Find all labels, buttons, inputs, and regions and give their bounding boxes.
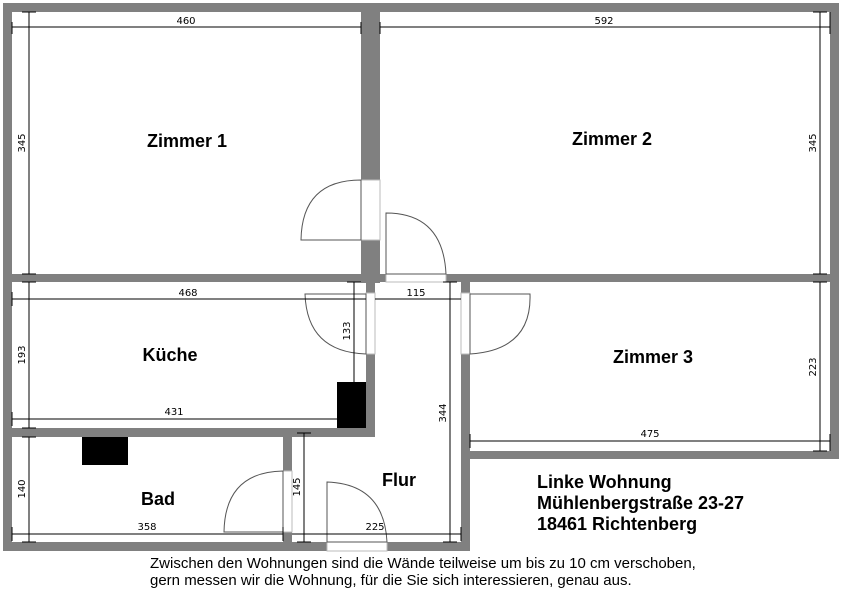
dim-kueche-door-depth: 133 [342, 321, 353, 340]
measurement-note: Zwischen den Wohnungen sind die Wände te… [150, 555, 696, 589]
apartment-title: Linke Wohnung [537, 472, 672, 492]
dimension-lines [11, 11, 831, 543]
dim-flur-width: 115 [406, 288, 425, 299]
dim-zimmer1-depth: 345 [17, 133, 28, 152]
apartment-street: Mühlenbergstraße 23-27 [537, 493, 745, 513]
dim-bad-width: 358 [137, 522, 156, 533]
room-label-zimmer2: Zimmer 2 [572, 129, 652, 149]
doors [223, 179, 531, 552]
bath-fixture [82, 437, 128, 465]
door-kueche [304, 293, 367, 355]
room-label-zimmer1: Zimmer 1 [147, 131, 227, 151]
dim-flur-depth: 344 [438, 403, 449, 422]
door-entrance [326, 481, 388, 543]
dim-bad-depth: 140 [17, 479, 28, 498]
note-line-2: gern messen wir die Wohnung, für die Sie… [150, 572, 632, 589]
dim-zimmer2-width: 592 [594, 16, 613, 27]
room-label-kueche: Küche [142, 345, 197, 365]
dim-zimmer3-depth: 223 [808, 357, 819, 376]
dim-flur-lower-width: 225 [365, 522, 384, 533]
dim-kueche-depth: 193 [17, 345, 28, 364]
dim-zimmer1-width: 460 [176, 16, 195, 27]
kitchen-fixture [337, 382, 366, 428]
note-line-1: Zwischen den Wohnungen sind die Wände te… [150, 555, 696, 572]
dim-kueche-lower-width: 431 [164, 407, 183, 418]
door-bad [223, 470, 284, 533]
dim-zimmer2-depth: 345 [808, 133, 819, 152]
apartment-info: Linke Wohnung Mühlenbergstraße 23-27 184… [537, 472, 744, 535]
room-label-zimmer3: Zimmer 3 [613, 347, 693, 367]
door-zimmer3 [469, 293, 531, 355]
door-zimmer1 [300, 179, 362, 241]
dim-zimmer3-width: 475 [640, 429, 659, 440]
apartment-city: 18461 Richtenberg [537, 514, 698, 534]
room-label-flur: Flur [382, 470, 416, 490]
room-label-bad: Bad [141, 489, 175, 509]
walls [3, 3, 839, 551]
dim-flur-lower-depth: 145 [292, 477, 303, 496]
door-zimmer2 [385, 212, 447, 275]
dim-kueche-width: 468 [178, 288, 197, 299]
